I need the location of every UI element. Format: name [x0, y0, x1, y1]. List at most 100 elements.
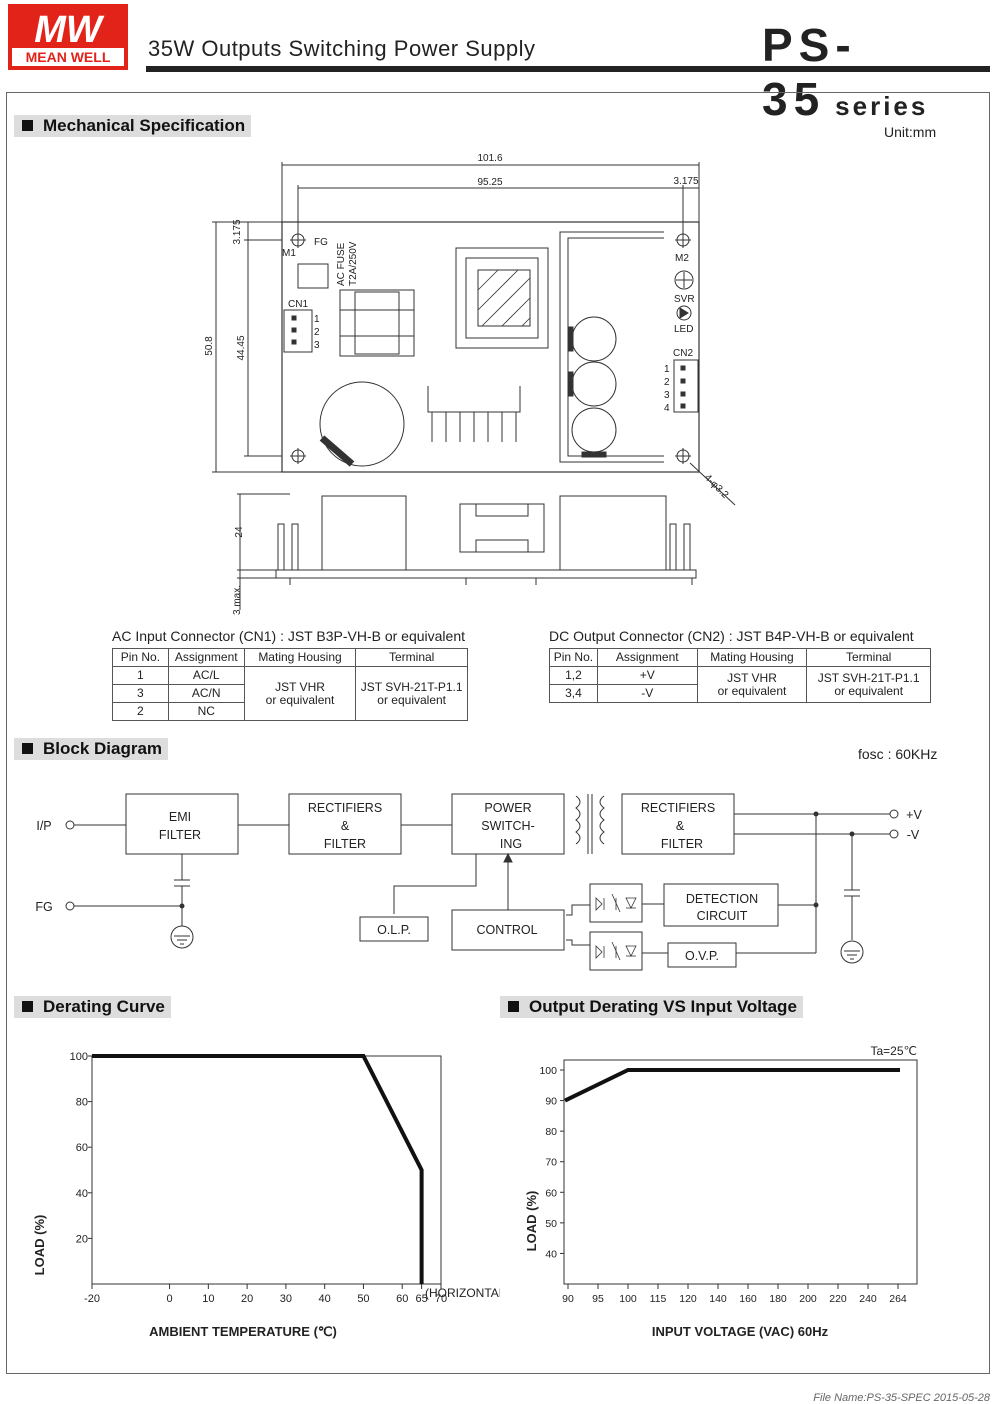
header-housing: Mating Housing [243, 648, 357, 667]
y-tick-label: 60 [545, 1187, 557, 1199]
label-cn2: CN2 [673, 348, 693, 359]
x-tick-label: 70 [435, 1293, 447, 1305]
chart-x-label: AMBIENT TEMPERATURE (℃) [149, 1324, 337, 1339]
logo-mw-text: MW [34, 9, 105, 51]
pin-cell: 1 [112, 666, 169, 685]
y-tick-label: 50 [545, 1218, 557, 1230]
y-tick-label: 80 [545, 1126, 557, 1138]
header-assignment: Assignment [167, 648, 245, 667]
block-diagram: I/P FG EMI FILTER RECTIFIERS & FILTER PO… [35, 793, 922, 971]
label-fuse-rating: T2A/250V [348, 241, 359, 286]
dc-connector-table: Pin No. Assignment Mating Housing Termin… [549, 648, 931, 703]
fosc-note: fosc : 60KHz [858, 746, 938, 762]
file-name-footer: File Name:PS-35-SPEC 2015-05-28 [813, 1392, 990, 1404]
ac-connector-title: AC Input Connector (CN1) : JST B3P-VH-B … [112, 628, 466, 644]
chart-y-label: LOAD (%) [32, 1215, 47, 1276]
derating-section-label: Derating Curve [43, 997, 165, 1016]
chart-series-line [92, 1054, 424, 1284]
chart-plot-area [91, 1055, 442, 1285]
y-tick-label: 70 [545, 1157, 557, 1169]
label-cn1: CN1 [288, 299, 308, 310]
section-bullet [22, 120, 33, 131]
detection-line2: CIRCUIT [697, 909, 748, 923]
pin-cell: 2 [112, 702, 169, 721]
rect2-line1: RECTIFIERS [641, 801, 715, 815]
x-tick-label: 264 [889, 1293, 907, 1305]
header-terminal: Terminal [355, 648, 468, 667]
dim-hole: 4-φ3.2 [702, 472, 731, 501]
unit-note: Unit:mm [884, 124, 937, 140]
chart-series-line [564, 1068, 900, 1103]
ovp-label: O.V.P. [685, 949, 719, 963]
label-cn1-pin3: 3 [314, 340, 320, 351]
header-pin: Pin No. [112, 648, 169, 667]
x-tick-label: 20 [241, 1293, 253, 1305]
logo-brand-text: MEAN WELL [26, 49, 111, 65]
dim-offset-right: 3.175 [673, 176, 698, 187]
control-label: CONTROL [476, 923, 537, 937]
x-tick-label: 30 [280, 1293, 292, 1305]
rect1-line2: & [341, 819, 350, 833]
x-tick-label: 240 [859, 1293, 877, 1305]
rect2-line3: FILTER [661, 837, 703, 851]
table-header-row: Pin No. Assignment Mating Housing Termin… [112, 648, 468, 667]
x-tick-label: 40 [319, 1293, 331, 1305]
spec-frame [6, 92, 990, 1374]
pin-cell: 3,4 [549, 684, 598, 703]
emi-line1: EMI [169, 810, 191, 824]
label-svr: SVR [674, 294, 695, 305]
label-led: LED [674, 324, 693, 335]
label-cn2-pin1: 1 [664, 364, 670, 375]
x-tick-label: 115 [650, 1293, 667, 1305]
label-fuse: AC FUSE [336, 242, 347, 286]
header-housing: Mating Housing [696, 648, 808, 667]
table-header-row: Pin No. Assignment Mating Housing Termin… [549, 648, 931, 667]
mechanical-section-label: Mechanical Specification [43, 116, 246, 135]
chart-annotation: Ta=25℃ [870, 1044, 917, 1058]
x-tick-label: 120 [679, 1293, 697, 1305]
block-section-label: Block Diagram [43, 739, 163, 758]
x-tick-label: -20 [84, 1293, 100, 1305]
terminal-value: JST SVH-21T-P1.1 [360, 679, 463, 694]
assignment-cell: AC/N [167, 684, 245, 703]
assignment-cell: +V [596, 666, 698, 685]
mean-well-logo: MW MEAN WELL [8, 4, 128, 70]
pin-cell: 1,2 [549, 666, 598, 685]
x-tick-label: 140 [709, 1293, 727, 1305]
dim-height-inner: 44.45 [236, 335, 247, 360]
x-tick-label: 65 [415, 1293, 427, 1305]
y-tick-label: 60 [76, 1142, 88, 1154]
x-tick-label: 95 [592, 1293, 604, 1305]
y-tick-label: 100 [70, 1051, 88, 1063]
section-bullet [22, 743, 33, 754]
chart-y-label: LOAD (%) [524, 1191, 539, 1252]
emi-line2: FILTER [159, 828, 201, 842]
dim-offset-top: 3.175 [232, 219, 243, 244]
mechanical-drawing: 101.6 95.25 3.175 3.175 50.8 44.45 24 3 … [204, 153, 736, 615]
output-derating-section-title: Output Derating VS Input Voltage [500, 996, 803, 1018]
ac-connector-table: Pin No. Assignment Mating Housing Termin… [112, 648, 468, 721]
label-cn2-pin2: 2 [664, 377, 670, 388]
x-tick-label: 220 [829, 1293, 847, 1305]
assignment-cell: NC [167, 702, 245, 721]
assignment-cell: AC/L [167, 666, 245, 685]
table-row: 3 AC/N [112, 684, 468, 703]
dim-side-max: 3 max. [232, 585, 243, 615]
block-fg-label: FG [35, 900, 52, 914]
y-tick-label: 20 [76, 1233, 88, 1245]
y-tick-label: 40 [76, 1188, 88, 1200]
housing-value: JST VHR [727, 670, 777, 685]
dim-side-height: 24 [234, 526, 245, 538]
olp-label: O.L.P. [377, 923, 411, 937]
chart-x-label: INPUT VOLTAGE (VAC) 60Hz [652, 1324, 829, 1339]
rect1-line3: FILTER [324, 837, 366, 851]
x-tick-label: 200 [799, 1293, 817, 1305]
model-number: PS-35 [762, 19, 857, 125]
y-tick-label: 100 [539, 1065, 557, 1077]
output-derating-section-label: Output Derating VS Input Voltage [529, 997, 797, 1016]
pwr-line3: ING [500, 837, 522, 851]
x-tick-label: 180 [769, 1293, 787, 1305]
plus-v-label: +V [906, 808, 922, 822]
